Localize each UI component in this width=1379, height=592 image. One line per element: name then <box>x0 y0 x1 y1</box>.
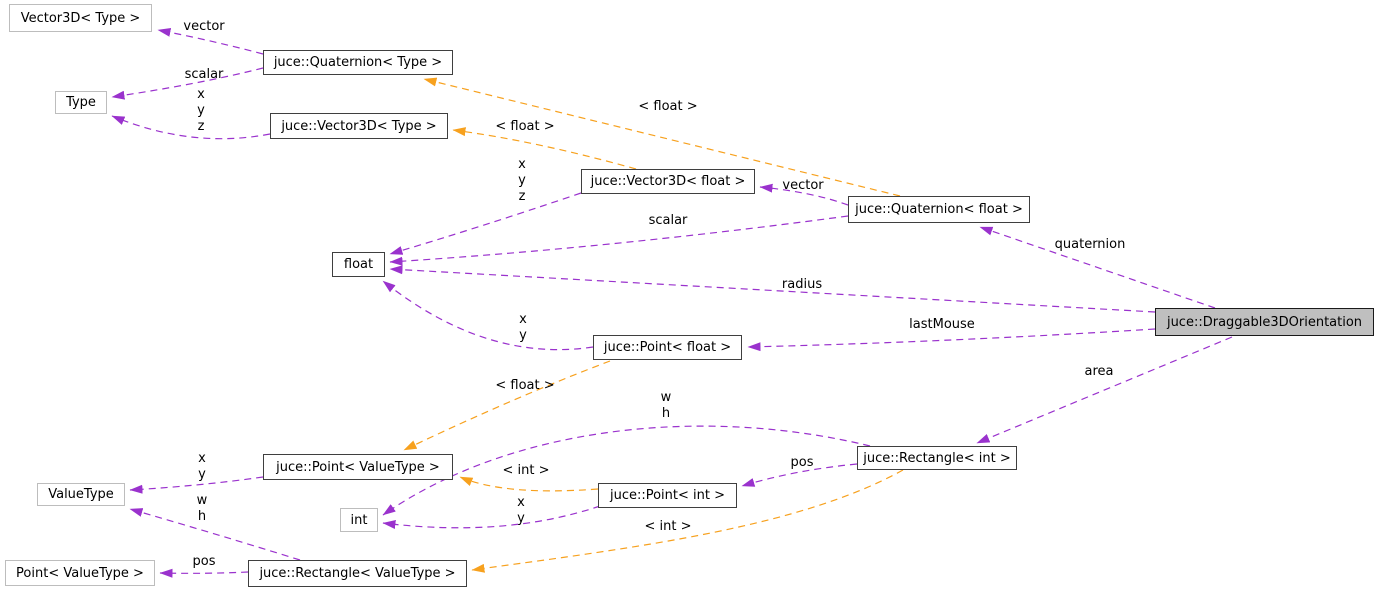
edge-pointFloat-template <box>403 360 611 451</box>
edge-rectangleInt-wh <box>382 425 871 516</box>
edge-label-pos-rectanglevaluetype: pos <box>192 554 216 569</box>
edge-pointValuetype-xy <box>129 476 264 494</box>
edge-quaternionFloat-template <box>423 77 901 197</box>
edge-label-wh-rectangleint: w h <box>660 390 672 421</box>
edge-quaternionFloat-scalar <box>389 215 849 266</box>
edge-rectangleValuetype-wh <box>129 508 301 561</box>
node-type-ext: Type <box>55 91 107 114</box>
edge-vector3dFloat-template <box>452 127 637 170</box>
edge-pointInt-template <box>459 476 599 492</box>
node-juce-quaternion-type[interactable]: juce::Quaternion< Type > <box>263 50 453 75</box>
edge-draggable-lastmouse <box>747 328 1156 352</box>
edge-label-scalar-top: scalar <box>184 67 224 82</box>
edge-label-xy-pointvaluetype: x y <box>198 451 206 482</box>
edge-label-template-int-point: < int > <box>502 463 550 478</box>
node-juce-quaternion-float[interactable]: juce::Quaternion< float > <box>848 196 1030 223</box>
edge-rectangleInt-pos <box>741 463 858 487</box>
edge-label-vector-top: vector <box>183 19 225 34</box>
node-juce-vector3d-type[interactable]: juce::Vector3D< Type > <box>270 113 448 139</box>
edge-label-pos-rectangleint: pos <box>790 455 814 470</box>
edge-label-xyz-mid: x y z <box>518 157 526 204</box>
edge-pointInt-xy <box>382 505 601 529</box>
edge-label-area: area <box>1084 364 1114 379</box>
edge-quaternionType-scalar <box>111 67 264 100</box>
edge-label-xyz-top: x y z <box>197 87 205 134</box>
edge-label-template-float-point: < float > <box>495 378 555 393</box>
node-float[interactable]: float <box>332 252 385 277</box>
edge-quaternionType-vector <box>157 27 264 55</box>
edge-draggable-area <box>976 336 1233 444</box>
edge-label-wh-rectanglevaluetype: w h <box>196 493 208 524</box>
node-juce-rectangle-int[interactable]: juce::Rectangle< int > <box>857 446 1017 470</box>
node-juce-point-float[interactable]: juce::Point< float > <box>593 335 742 360</box>
node-juce-draggable3dorientation: juce::Draggable3DOrientation <box>1155 308 1374 336</box>
node-juce-point-valuetype[interactable]: juce::Point< ValueType > <box>263 454 453 480</box>
edge-rectangleInt-template <box>471 469 904 573</box>
edge-label-xy-pointfloat: x y <box>519 312 527 343</box>
edge-label-scalar-mid: scalar <box>648 213 688 228</box>
edge-label-xy-pointint: x y <box>517 495 525 526</box>
node-juce-point-int[interactable]: juce::Point< int > <box>598 483 737 508</box>
edge-label-lastmouse: lastMouse <box>909 317 975 332</box>
node-vector3d-type-ext: Vector3D< Type > <box>9 4 152 32</box>
edge-draggable-radius <box>389 265 1156 313</box>
edge-draggable-quaternion <box>979 226 1216 309</box>
node-juce-vector3d-float[interactable]: juce::Vector3D< float > <box>581 169 755 194</box>
edge-label-template-float-vector3d: < float > <box>495 119 555 134</box>
node-juce-rectangle-valuetype[interactable]: juce::Rectangle< ValueType > <box>248 560 467 587</box>
edge-quaternionFloat-vector <box>759 183 849 206</box>
edge-label-template-int-rectangle: < int > <box>644 519 692 534</box>
node-valuetype-ext: ValueType <box>37 483 125 506</box>
edge-vector3dType-xyz <box>111 115 271 140</box>
edge-label-radius: radius <box>781 277 823 292</box>
edge-label-quaternion: quaternion <box>1054 237 1126 252</box>
node-point-valuetype-ext: Point< ValueType > <box>5 560 155 586</box>
edge-label-template-float-quaternion: < float > <box>638 99 698 114</box>
edge-label-vector-mid: vector <box>782 178 824 193</box>
edge-rectangleValuetype-pos <box>159 568 249 578</box>
edge-vector3dFloat-xyz <box>389 192 582 255</box>
node-int-ext: int <box>340 508 378 532</box>
edge-pointFloat-xy <box>382 280 594 351</box>
